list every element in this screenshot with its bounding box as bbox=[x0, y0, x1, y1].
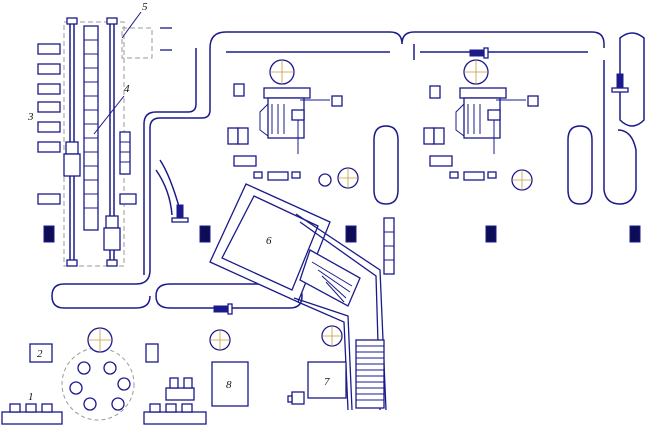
label-3: 3 bbox=[27, 111, 34, 123]
conveyor-track bbox=[51, 31, 645, 309]
machine-cell-left bbox=[227, 59, 359, 189]
label-8: 8 bbox=[226, 379, 232, 391]
label-4: 4 bbox=[124, 83, 130, 95]
storage-area bbox=[37, 17, 172, 267]
hoists bbox=[171, 47, 629, 315]
leader-lines bbox=[93, 11, 142, 135]
label-1: 1 bbox=[28, 391, 34, 403]
bottom-equipment bbox=[1, 325, 347, 425]
building-columns bbox=[43, 225, 641, 243]
position-labels: 1 2 3 4 5 6 7 8 bbox=[27, 1, 330, 403]
rotary-frame bbox=[209, 183, 395, 411]
label-2: 2 bbox=[37, 348, 43, 360]
label-7: 7 bbox=[324, 376, 330, 388]
machine-cell-right bbox=[423, 59, 539, 191]
rack-cells bbox=[83, 25, 99, 231]
label-5: 5 bbox=[142, 1, 148, 13]
label-6: 6 bbox=[266, 235, 272, 247]
